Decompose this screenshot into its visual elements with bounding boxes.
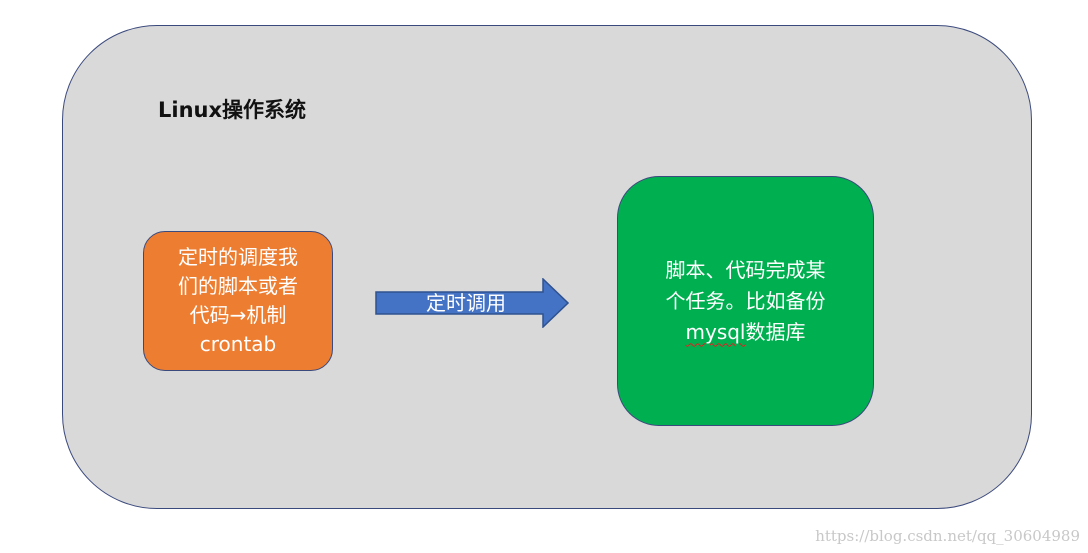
arrow-label: 定时调用 xyxy=(426,291,506,315)
scheduler-text-line-4: crontab xyxy=(199,332,277,356)
watermark: https://blog.csdn.net/qq_30604989 xyxy=(815,527,1080,545)
scheduler-text-line-1: 定时的调度我 xyxy=(178,245,298,269)
scheduler-text-line-3: 代码→机制 xyxy=(189,303,287,327)
invoke-arrow: 定时调用 xyxy=(375,278,569,328)
task-text-line-3: mysql数据库 xyxy=(686,317,806,348)
task-text-line-1: 脚本、代码完成某 xyxy=(665,257,826,282)
task-text-line-3-rest: 数据库 xyxy=(745,319,806,344)
scheduler-box: 定时的调度我 们的脚本或者 代码→机制 crontab xyxy=(143,231,333,371)
container-title: Linux操作系统 xyxy=(158,98,307,122)
right-arrow-icon xyxy=(375,278,569,328)
task-box: 脚本、代码完成某 个任务。比如备份 mysql数据库 xyxy=(617,176,874,426)
task-text-line-2: 个任务。比如备份 xyxy=(665,288,826,313)
scheduler-text-line-2: 们的脚本或者 xyxy=(178,274,298,298)
spellcheck-word: mysql xyxy=(685,319,746,344)
